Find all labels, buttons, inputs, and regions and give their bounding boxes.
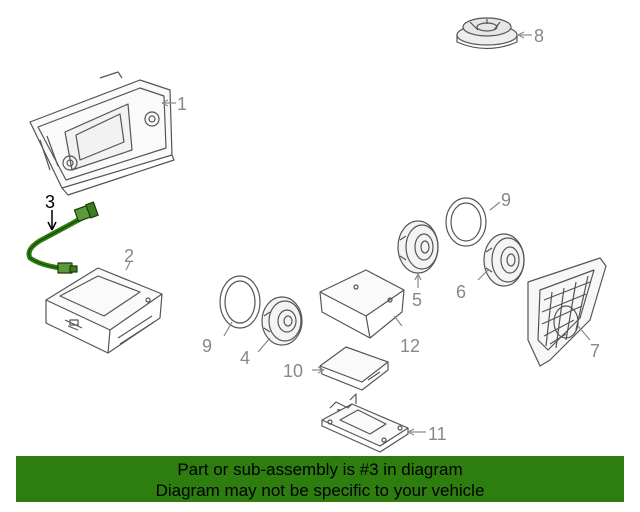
callout-10: 10: [283, 361, 303, 381]
part-9-ring-left[interactable]: [219, 275, 261, 329]
banner-line-2: Diagram may not be specific to your vehi…: [155, 481, 485, 500]
parts-diagram: 8 1 2 9 4 10 11 12 5 9 6 7 3: [26, 17, 607, 453]
part-10-module[interactable]: [319, 346, 389, 430]
callout-9-right: 9: [501, 190, 511, 210]
part-12-control-module[interactable]: [319, 269, 405, 339]
part-4-speaker[interactable]: [261, 296, 303, 346]
callout-2: 2: [124, 246, 134, 266]
callout-4: 4: [240, 348, 250, 368]
callout-6: 6: [456, 282, 466, 302]
part-5-speaker[interactable]: [397, 220, 439, 274]
part-6-speaker[interactable]: [483, 233, 525, 287]
callout-11: 11: [428, 424, 447, 444]
part-2-media-box[interactable]: [45, 267, 163, 354]
callout-3: 3: [45, 192, 55, 212]
part-8-speaker[interactable]: [456, 17, 518, 50]
callout-1: 1: [177, 94, 187, 114]
callout-9-left: 9: [202, 336, 212, 356]
callout-5: 5: [412, 290, 422, 310]
callout-7: 7: [590, 341, 600, 361]
callout-8: 8: [534, 26, 544, 46]
info-banner: Part or sub-assembly is #3 in diagram Di…: [16, 456, 624, 502]
part-3-wiring-harness[interactable]: [26, 201, 99, 274]
callout-12: 12: [400, 336, 420, 356]
part-11-bracket[interactable]: [321, 393, 409, 453]
banner-line-1: Part or sub-assembly is #3 in diagram: [177, 460, 463, 479]
part-9-ring-right[interactable]: [445, 197, 487, 247]
part-7-grille-panel[interactable]: [527, 257, 607, 367]
part-1-display-unit[interactable]: [29, 71, 175, 196]
